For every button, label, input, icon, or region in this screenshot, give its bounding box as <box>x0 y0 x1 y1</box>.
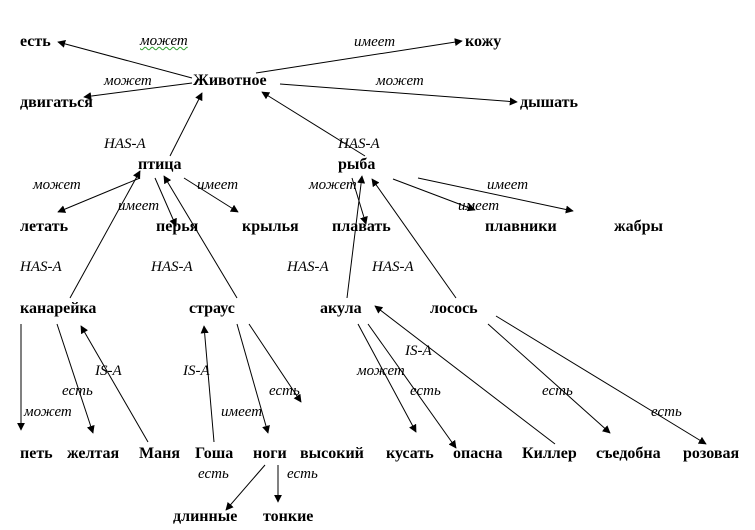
edge-manya-canary <box>80 325 149 443</box>
label-canary-sing: может <box>24 404 72 420</box>
edge-shark-bite <box>357 323 417 433</box>
edge-animal-skin <box>255 38 463 74</box>
label-gosha-isa: IS-A <box>183 363 210 379</box>
node-thin: тонкие <box>263 508 314 525</box>
node-animal: Животное <box>193 72 267 89</box>
label-animal-skin: имеет <box>354 34 396 50</box>
label-animal-move: может <box>104 73 152 89</box>
edge-ostrich-bird <box>163 175 238 299</box>
label-shark-hasa: HAS-A <box>287 259 329 275</box>
edge-animal-move <box>83 82 193 101</box>
label-ostrich-hasa: HAS-A <box>151 259 193 275</box>
node-long: длинные <box>173 508 238 525</box>
label-killer-isa: IS-A <box>405 343 432 359</box>
label-shark-bite: может <box>357 363 405 379</box>
label-ostrich-tall: есть <box>269 383 300 399</box>
label-bird-feathers: имеет <box>118 198 160 214</box>
edge-salmon-edible <box>487 323 611 434</box>
label-salmon-pink: есть <box>651 404 682 420</box>
label-canary-hasa: HAS-A <box>20 259 62 275</box>
node-skin: кожу <box>465 33 502 50</box>
label-manya-isa: IS-A <box>95 363 122 379</box>
node-ostrich: страус <box>189 300 235 317</box>
node-fly: летать <box>20 218 69 235</box>
edge-shark-dangerous <box>367 323 457 449</box>
node-edible: съедобна <box>596 445 661 462</box>
edge-bird-animal <box>169 92 203 157</box>
node-move: двигаться <box>20 94 93 111</box>
edge-fish-fins1 <box>392 178 476 212</box>
node-eat: есть <box>20 33 51 50</box>
node-dangerous: опасна <box>453 445 503 462</box>
label-animal-breathe: может <box>376 73 424 89</box>
label-salmon-hasa: HAS-A <box>372 259 414 275</box>
node-feathers: перья <box>156 218 199 235</box>
edge-shark-fish <box>346 175 366 299</box>
label-ostrich-legs: имеет <box>221 404 263 420</box>
edge-ostrich-legs <box>236 323 270 434</box>
edge-legs-long <box>225 464 266 511</box>
node-bird: птица <box>138 156 182 173</box>
edge-bird-wings <box>183 177 239 213</box>
edge-fish-animal <box>261 91 366 157</box>
node-pink: розовая <box>683 445 740 462</box>
label-shark-dangerous: есть <box>410 383 441 399</box>
edge-animal-eat <box>57 40 193 79</box>
label-salmon-edible: есть <box>542 383 573 399</box>
edge-ostrich-tall <box>248 323 302 403</box>
edge-salmon-pink <box>495 315 707 445</box>
node-sing: петь <box>20 445 53 462</box>
edge-animal-breathe <box>279 83 518 106</box>
label-bird-hasa: HAS-A <box>104 136 146 152</box>
label-legs-thin: есть <box>287 466 318 482</box>
node-yellow: желтая <box>67 445 120 462</box>
label-legs-long: есть <box>198 466 229 482</box>
edge-bird-fly <box>57 177 141 213</box>
edge-killer-shark <box>374 305 556 445</box>
node-gosha: Гоша <box>195 445 234 462</box>
node-fish: рыба <box>338 156 376 173</box>
node-canary: канарейка <box>20 300 97 317</box>
node-gills: жабры <box>614 218 663 235</box>
edge-canary-bird <box>69 170 141 299</box>
label-bird-fly: может <box>33 177 81 193</box>
label-bird-wings: имеет <box>197 177 239 193</box>
node-salmon: лосось <box>430 300 478 317</box>
node-killer: Киллер <box>522 445 577 462</box>
node-shark: акула <box>320 300 362 317</box>
edge-salmon-fish <box>371 178 457 299</box>
node-swim: плавать <box>332 218 391 235</box>
label-fish-swim: может <box>309 177 357 193</box>
label-fish-fins1: имеет <box>458 198 500 214</box>
node-legs: ноги <box>253 445 287 462</box>
label-fish-hasa: HAS-A <box>338 136 380 152</box>
edge-gosha-ostrich <box>200 325 215 443</box>
label-animal-eat: может <box>140 33 188 49</box>
node-bite: кусать <box>386 445 434 462</box>
node-wings: крылья <box>242 218 299 235</box>
node-tall: высокий <box>300 445 364 462</box>
node-breathe: дышать <box>520 94 578 111</box>
edge-canary-yellow <box>56 323 95 434</box>
label-fish-fins2: имеет <box>487 177 529 193</box>
label-canary-yellow: есть <box>62 383 93 399</box>
edge-bird-feathers <box>154 177 177 227</box>
node-manya: Маня <box>139 445 180 462</box>
edge-fish-fins2 <box>417 177 574 214</box>
node-fins: плавники <box>485 218 557 235</box>
